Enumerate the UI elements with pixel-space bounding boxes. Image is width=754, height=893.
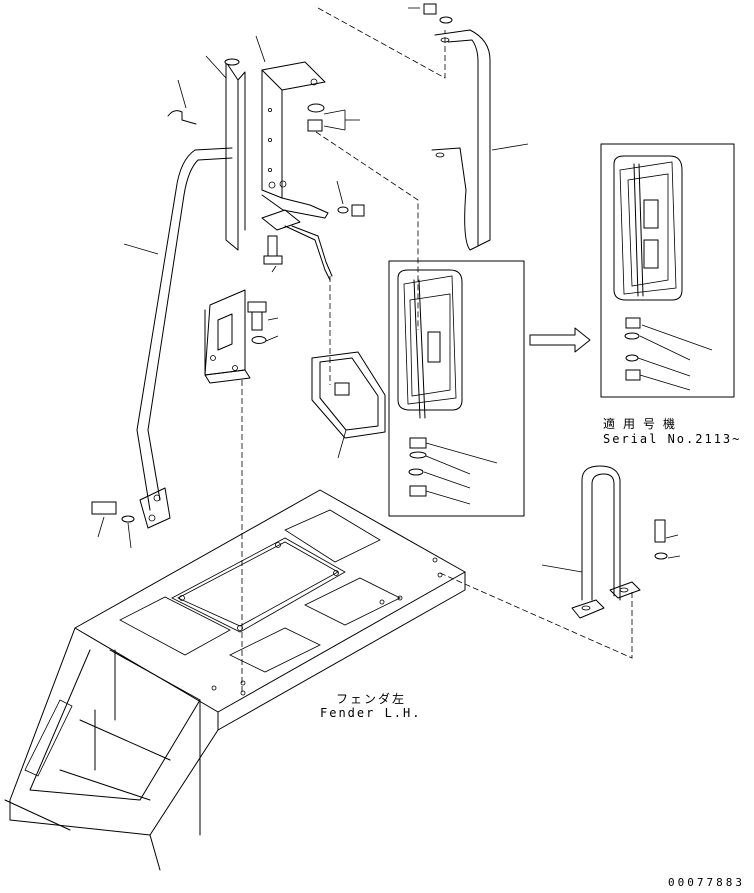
- handrail: [136, 110, 233, 529]
- mirror-stay: [204, 58, 251, 384]
- applicable-serial-label-jp: 適用号機: [603, 417, 684, 431]
- arrow-icon: [529, 327, 591, 353]
- upper-bracket: [261, 61, 333, 281]
- detail-frame-2: [600, 143, 735, 398]
- hardware: [91, 3, 668, 560]
- mirror-guard: [431, 29, 491, 251]
- leader-lines: [97, 7, 713, 695]
- grab-handle: [571, 465, 641, 619]
- fender-label-en: Fender L.H.: [320, 706, 422, 720]
- drawing-number: 00077883: [668, 876, 745, 889]
- fender-lh: [4, 489, 466, 871]
- fender-label-jp: フェンダ左: [336, 692, 407, 706]
- detail-frame-1: [388, 260, 525, 517]
- serial-number-label: Serial No.2113~: [603, 432, 742, 446]
- mirror-center: [311, 351, 386, 439]
